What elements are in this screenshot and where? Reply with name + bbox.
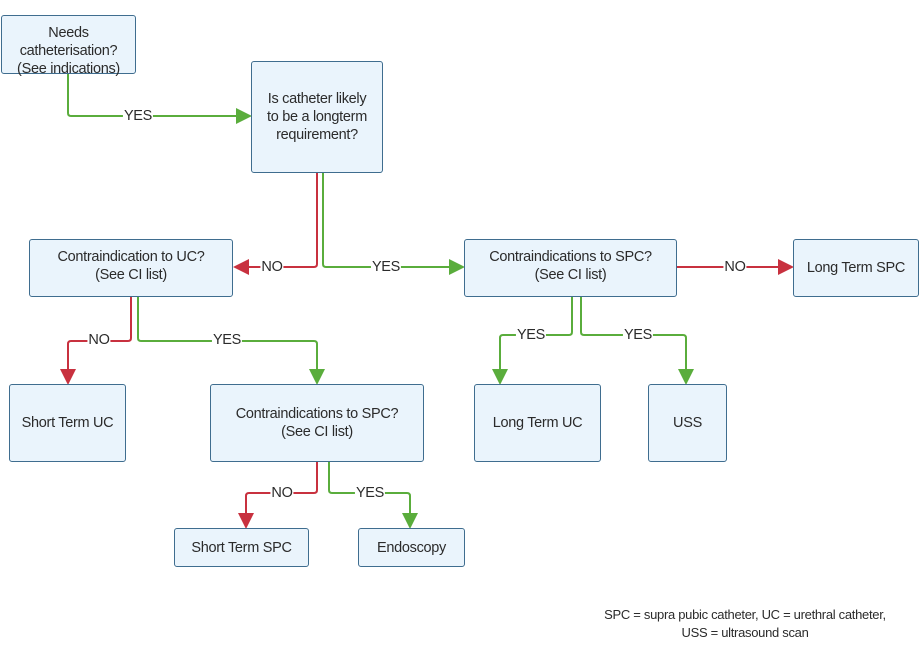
edge-label-no: NO [87,332,111,348]
node-label: Is catheter likely to be a longterm requ… [267,91,367,143]
edge-label-no: NO [270,485,294,501]
edge-needs-to-longterm [67,74,252,124]
edge-label-yes: YES [354,485,386,501]
node-label: Endoscopy [376,539,447,556]
edge-label-yes: YES [211,332,243,348]
edge-label-no: NO [723,259,747,275]
node-short-term-uc[interactable]: Short Term UC [9,384,126,462]
edge-label-yes: YES [122,108,154,124]
node-label: Long Term SPC [806,260,906,276]
edge-longterm-to-ci-uc [233,173,318,275]
node-contraindication-uc[interactable]: Contraindication to UC? (See CI list) [29,239,233,297]
node-longterm-question[interactable]: Is catheter likely to be a longterm requ… [251,61,383,173]
node-label: Contraindications to SPC? (See CI list) [489,249,652,283]
node-label: Contraindications to SPC? (See CI list) [235,406,399,440]
node-long-term-uc[interactable]: Long Term UC [474,384,601,462]
edge-label-no: NO [260,259,284,275]
edge-label-yes: YES [370,259,402,275]
node-label: Short Term SPC [191,539,292,556]
edge-label-yes: YES [622,327,654,343]
node-label: Needs catheterisation? (See indications) [17,25,120,77]
node-uss[interactable]: USS [648,384,727,462]
node-label: Long Term UC [492,415,583,431]
node-contraindication-spc-right[interactable]: Contraindications to SPC? (See CI list) [464,239,677,297]
edge-label-yes: YES [515,327,547,343]
footnote-abbreviations: SPC = supra pubic catheter, UC = urethra… [604,607,886,640]
node-label: USS [673,415,702,431]
node-label: Short Term UC [21,415,114,431]
node-needs-catheterisation[interactable]: Needs catheterisation? (See indications) [1,15,136,77]
node-endoscopy[interactable]: Endoscopy [358,528,465,567]
node-label: Contraindication to UC? (See CI list) [57,249,205,283]
edge-longterm-to-ci-spc [322,173,465,275]
node-long-term-spc[interactable]: Long Term SPC [793,239,919,297]
node-contraindication-spc-mid[interactable]: Contraindications to SPC? (See CI list) [210,384,424,462]
node-short-term-spc[interactable]: Short Term SPC [174,528,309,567]
